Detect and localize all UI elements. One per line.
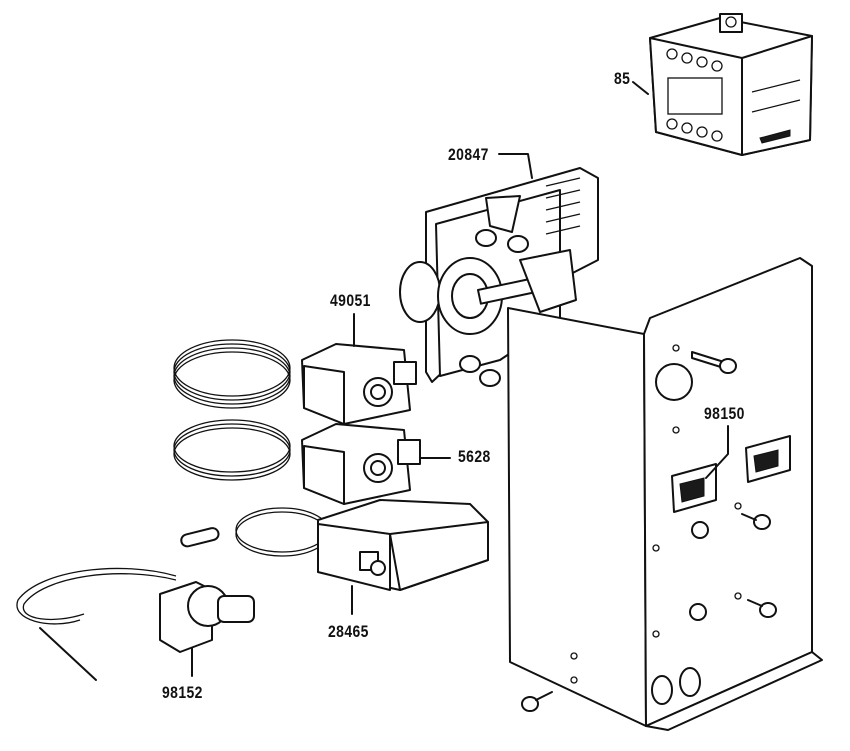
label-85: 85	[614, 69, 631, 88]
thermostat-upper	[173, 339, 417, 425]
thermostat-lower	[173, 419, 421, 505]
label-98152: 98152	[162, 683, 203, 702]
leader-85	[632, 81, 649, 95]
label-5628: 5628	[458, 447, 491, 466]
screws	[521, 351, 777, 712]
label-20847: 20847	[448, 145, 489, 164]
label-98150: 98150	[704, 404, 745, 423]
probe-thermostat	[16, 567, 255, 681]
leader-20847	[498, 153, 533, 179]
label-49051: 49051	[330, 291, 371, 310]
defrost-timer	[180, 499, 489, 591]
relay-block	[649, 13, 813, 156]
mounting-bracket	[507, 257, 823, 731]
label-28465: 28465	[328, 622, 369, 641]
leader-98150	[705, 425, 729, 479]
